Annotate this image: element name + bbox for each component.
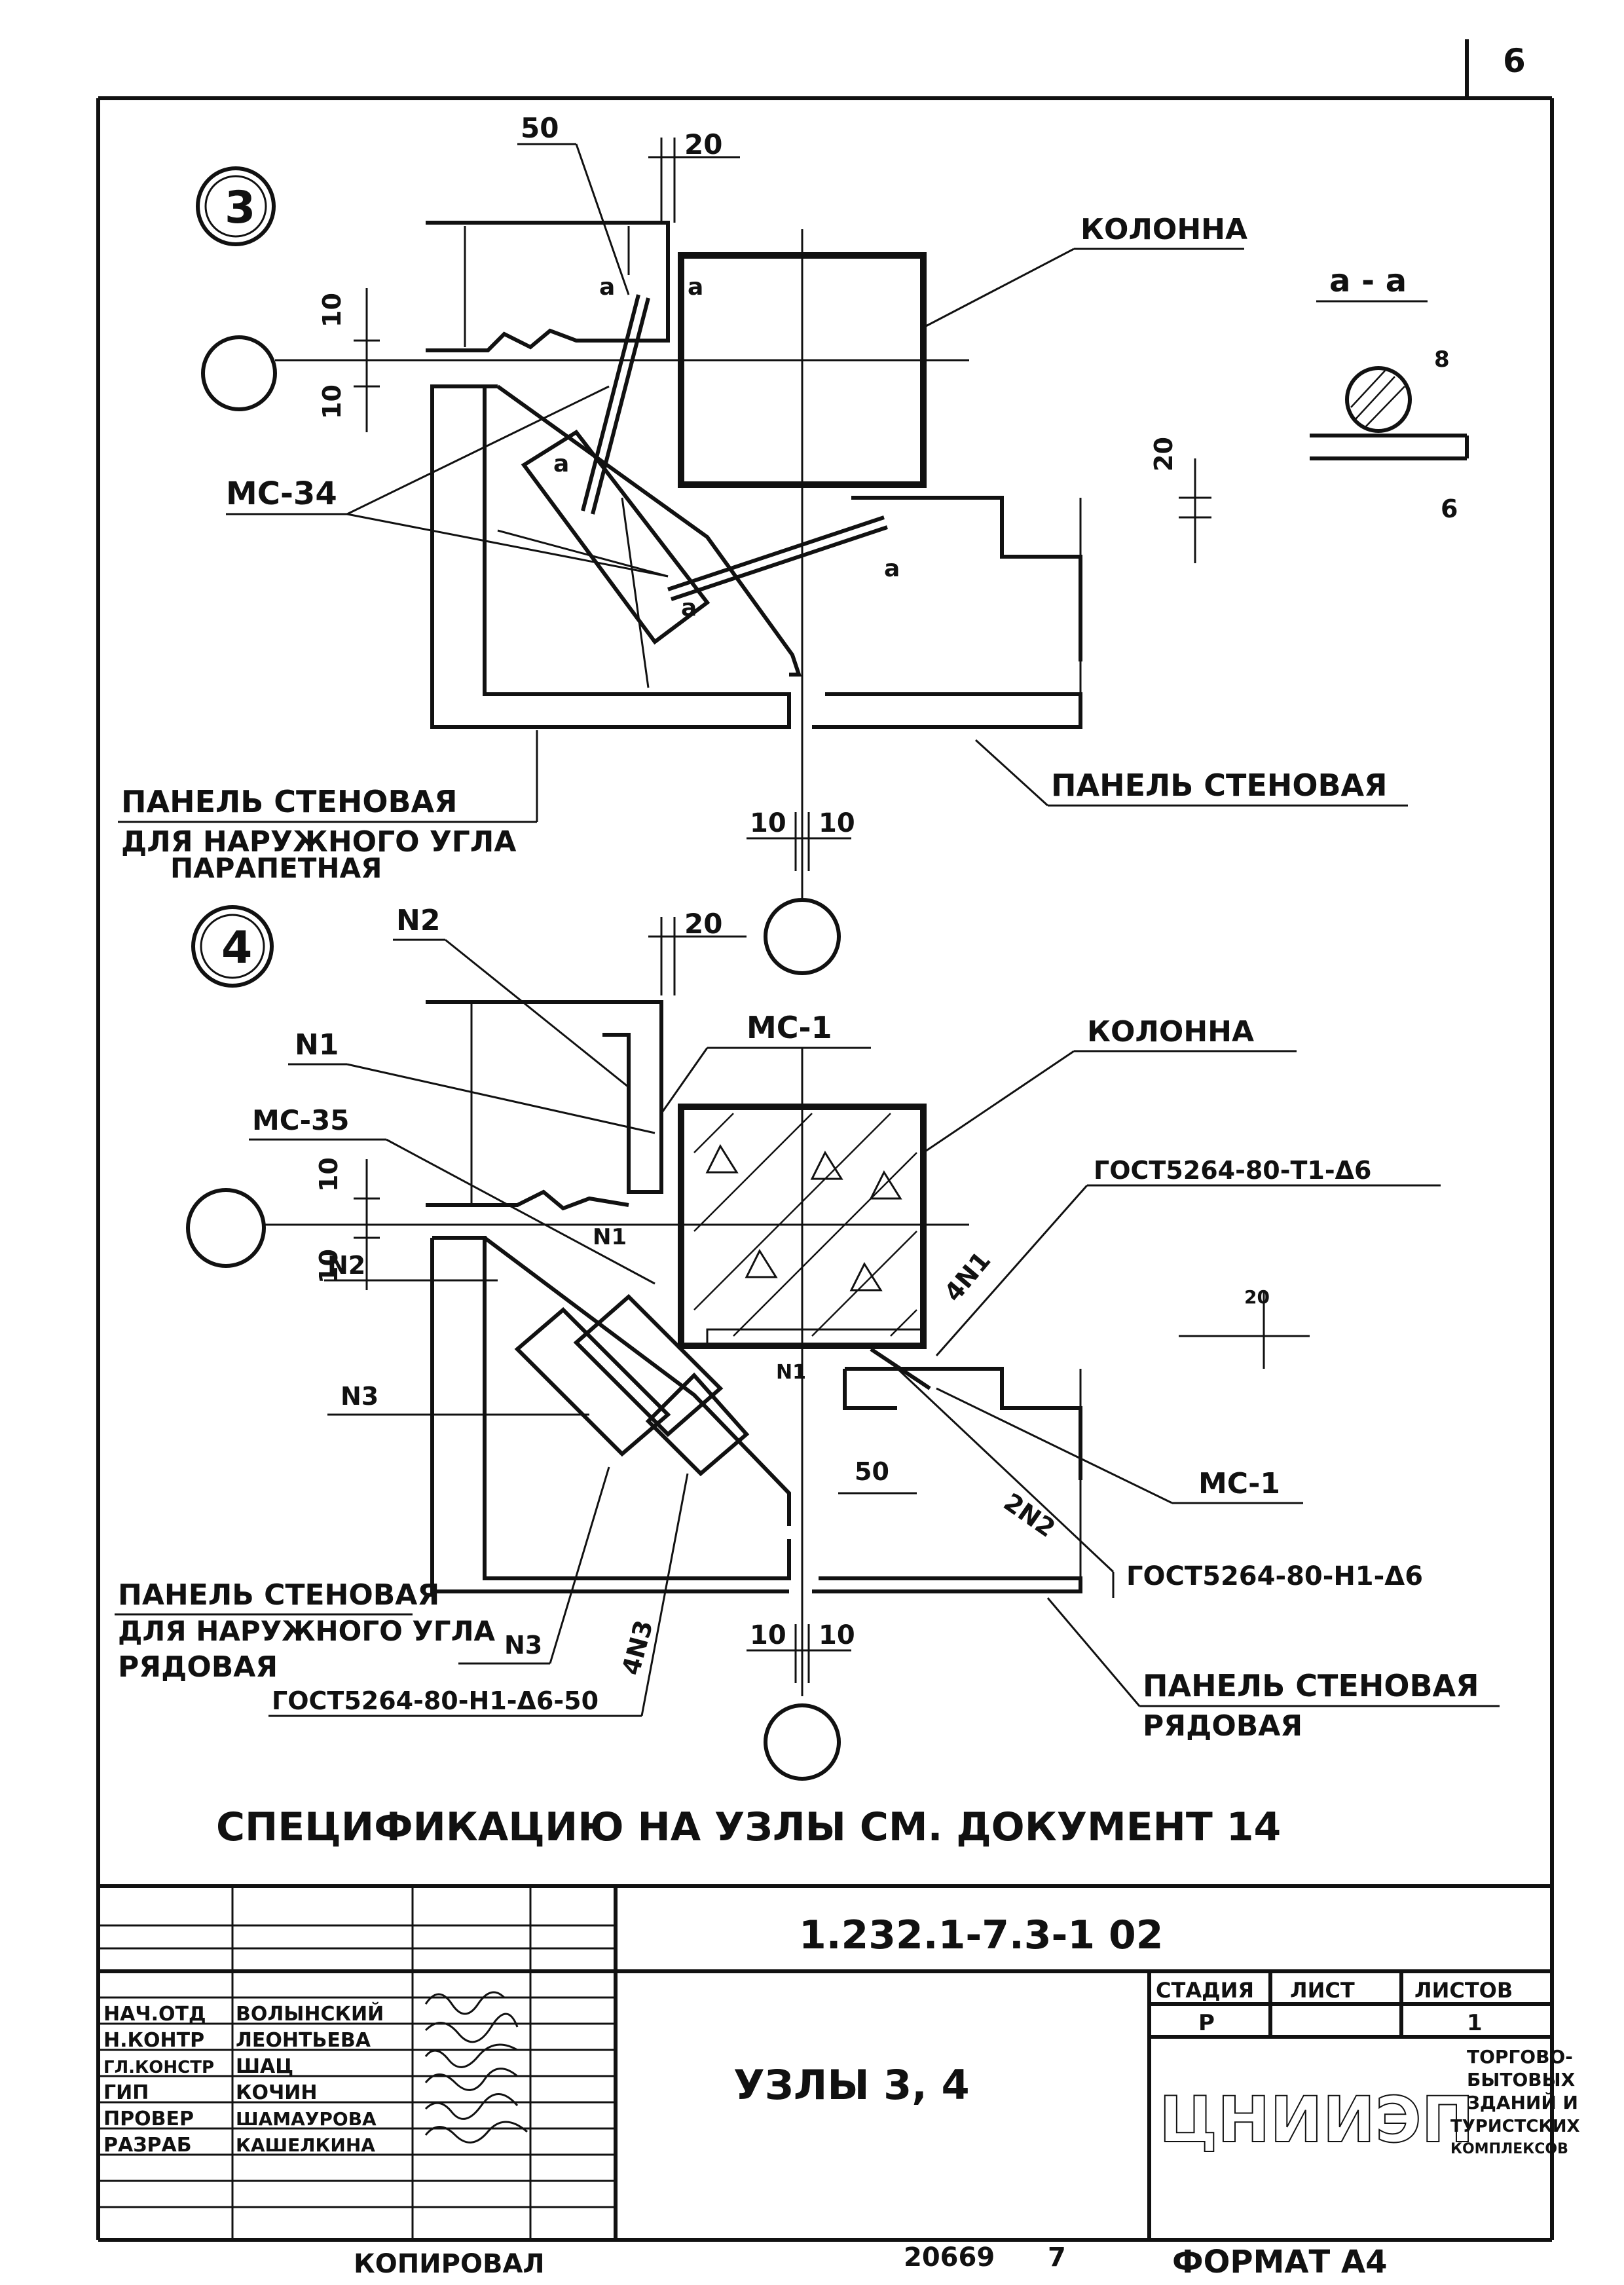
dim-10-node3-a: 10 [318,293,346,327]
org-sub-4: ТУРИСТСКИХ [1450,2117,1580,2136]
designation: 1.232.1-7.3-1 02 [799,1912,1164,1958]
panel-left-node3-2: ДЛЯ НАРУЖНОГО УГЛА [121,825,516,859]
panel-right-node3: ПАНЕЛЬ СТЕНОВАЯ [1051,768,1388,803]
column-label-node4: КОЛОННА [1087,1015,1254,1049]
label-4n3: 4N3 [616,1617,658,1678]
dim-10-node3-right: 10 [819,808,855,838]
org-sub-5: КОМПЛЕКСОВ [1450,2141,1568,2157]
weld-size-8: 8 [1434,346,1450,373]
name-1: ВОЛЫНСКИЙ [236,2002,384,2026]
weld-a-3: a [553,451,569,477]
panel-right-node4-1: ПАНЕЛЬ СТЕНОВАЯ [1143,1668,1479,1703]
org-sub-3: ЗДАНИЙ И [1467,2091,1578,2113]
stage-value: Р [1198,2010,1215,2036]
org-sub-1: ТОРГОВО- [1467,2046,1573,2068]
label-n1-inner: N1 [593,1224,627,1250]
sheets-header: ЛИСТОВ [1414,1978,1513,2003]
dim-20-right-node3: 20 [1149,437,1178,472]
title-block: 1.232.1-7.3-1 02 УЗЛЫ 3, 4 СТАДИЯ ЛИСТ Л… [98,1884,1580,2240]
dim-10-node3-b: 10 [318,384,346,419]
weld-size-6: 6 [1441,494,1458,523]
page-number: 6 [1503,42,1526,80]
label-mc35: МС-35 [252,1104,350,1136]
dim-20-node4: 20 [684,908,722,940]
inventory-number: 20669 [904,2242,995,2273]
column-node3 [678,252,927,488]
node-3-marker [196,166,276,246]
dim-20-node3: 20 [684,128,722,160]
role-3: ГЛ.КОНСТР [103,2058,214,2077]
panel-left-node3-1: ПАНЕЛЬ СТЕНОВАЯ [121,784,458,819]
gost-right: ГОСТ5264-80-Н1-Δ6 [1126,1561,1423,1591]
axis-circle-node4-left [186,1188,266,1268]
label-n2-top: N2 [396,904,440,937]
dim-50-node3: 50 [521,112,559,144]
label-n3-left: N3 [341,1382,378,1411]
node-4: 4 [115,904,1500,1781]
node-3: 3 a a a a a 50 20 [118,112,1469,975]
panel-left-node4-3: РЯДОВАЯ [118,1650,278,1684]
name-2: ЛЕОНТЬЕВА [236,2029,371,2052]
dim-10-node4-left: 10 [750,1620,786,1650]
role-6: РАЗРАБ [103,2134,192,2157]
label-n3-lower: N3 [504,1631,542,1660]
name-6: КАШЕЛКИНА [236,2134,375,2156]
label-2n2: 2N2 [999,1487,1061,1543]
dim-10-node4-b: 10 [314,1249,343,1284]
axis-circle-node3-bottom [764,898,841,975]
signature-table: НАЧ.ОТД ВОЛЫНСКИЙ Н.КОНТР ЛЕОНТЬЕВА ГЛ.К… [103,1991,528,2157]
stage-header: СТАДИЯ [1156,1978,1254,2003]
specification-note: СПЕЦИФИКАЦИЮ НА УЗЛЫ СМ. ДОКУМЕНТ 14 [216,1804,1281,1850]
gost-bottom: ГОСТ5264-80-Н1-Δ6-50 [272,1686,599,1715]
node-4-marker [191,905,274,988]
name-5: ШАМАУРОВА [236,2108,377,2130]
axis-circle-node3-left [201,335,277,411]
weld-a-5: a [884,555,900,582]
copied-stamp: КОПИРОВАЛ [354,2249,545,2279]
dim-10-node4-a: 10 [314,1157,343,1192]
mark-mc34: МС-34 [226,475,337,512]
label-mc1-bottom: МС-1 [1198,1467,1280,1500]
section-aa-title: a - a [1329,263,1407,299]
node-4-number: 4 [221,922,252,974]
drawing-title: УЗЛЫ 3, 4 [733,2061,970,2109]
panel-right-node4-2: РЯДОВАЯ [1143,1709,1302,1743]
role-4: ГИП [103,2081,149,2104]
weld-a-2: a [688,274,703,301]
sheets-value: 1 [1467,2010,1483,2036]
dim-10-node4-right: 10 [819,1620,855,1650]
weld-a-1: a [599,274,615,301]
panel-left-node4-2: ДЛЯ НАРУЖНОГО УГЛА [118,1615,495,1647]
dim-50-node4: 50 [855,1457,889,1486]
panel-left-node4-1: ПАНЕЛЬ СТЕНОВАЯ [118,1578,439,1612]
role-5: ПРОВЕР [103,2108,194,2130]
inventory-suffix: 7 [1048,2242,1066,2273]
format-label: ФОРМАТ А4 [1172,2244,1388,2280]
column-label-node3: КОЛОННА [1080,213,1247,246]
name-3: ШАЦ [236,2055,293,2078]
label-n1-bottom: N1 [776,1361,806,1384]
panel-left-node3-3: ПАРАПЕТНАЯ [170,852,382,884]
role-2: Н.КОНТР [103,2029,204,2052]
name-4: КОЧИН [236,2081,317,2104]
sheet-header: ЛИСТ [1290,1978,1355,2003]
org-name: ЦНИИЭП [1159,2083,1474,2157]
column-concrete-hatch [693,1113,917,1337]
dim-10-node3-left: 10 [750,808,786,838]
label-n1-left: N1 [295,1028,339,1062]
gost-top: ГОСТ5264-80-Т1-Δ6 [1094,1156,1372,1185]
node-3-number: 3 [225,182,255,234]
dim-20-right-node4: 20 [1244,1286,1270,1308]
sheet-frame [96,39,1554,2242]
label-n2-left: N2 [327,1251,365,1280]
axis-circle-node4-bottom [764,1703,841,1781]
org-sub-2: БЫТОВЫХ [1467,2069,1576,2090]
label-mc1-top: МС-1 [747,1010,832,1045]
role-1: НАЧ.ОТД [103,2003,206,2026]
weld-a-4: a [681,595,697,622]
